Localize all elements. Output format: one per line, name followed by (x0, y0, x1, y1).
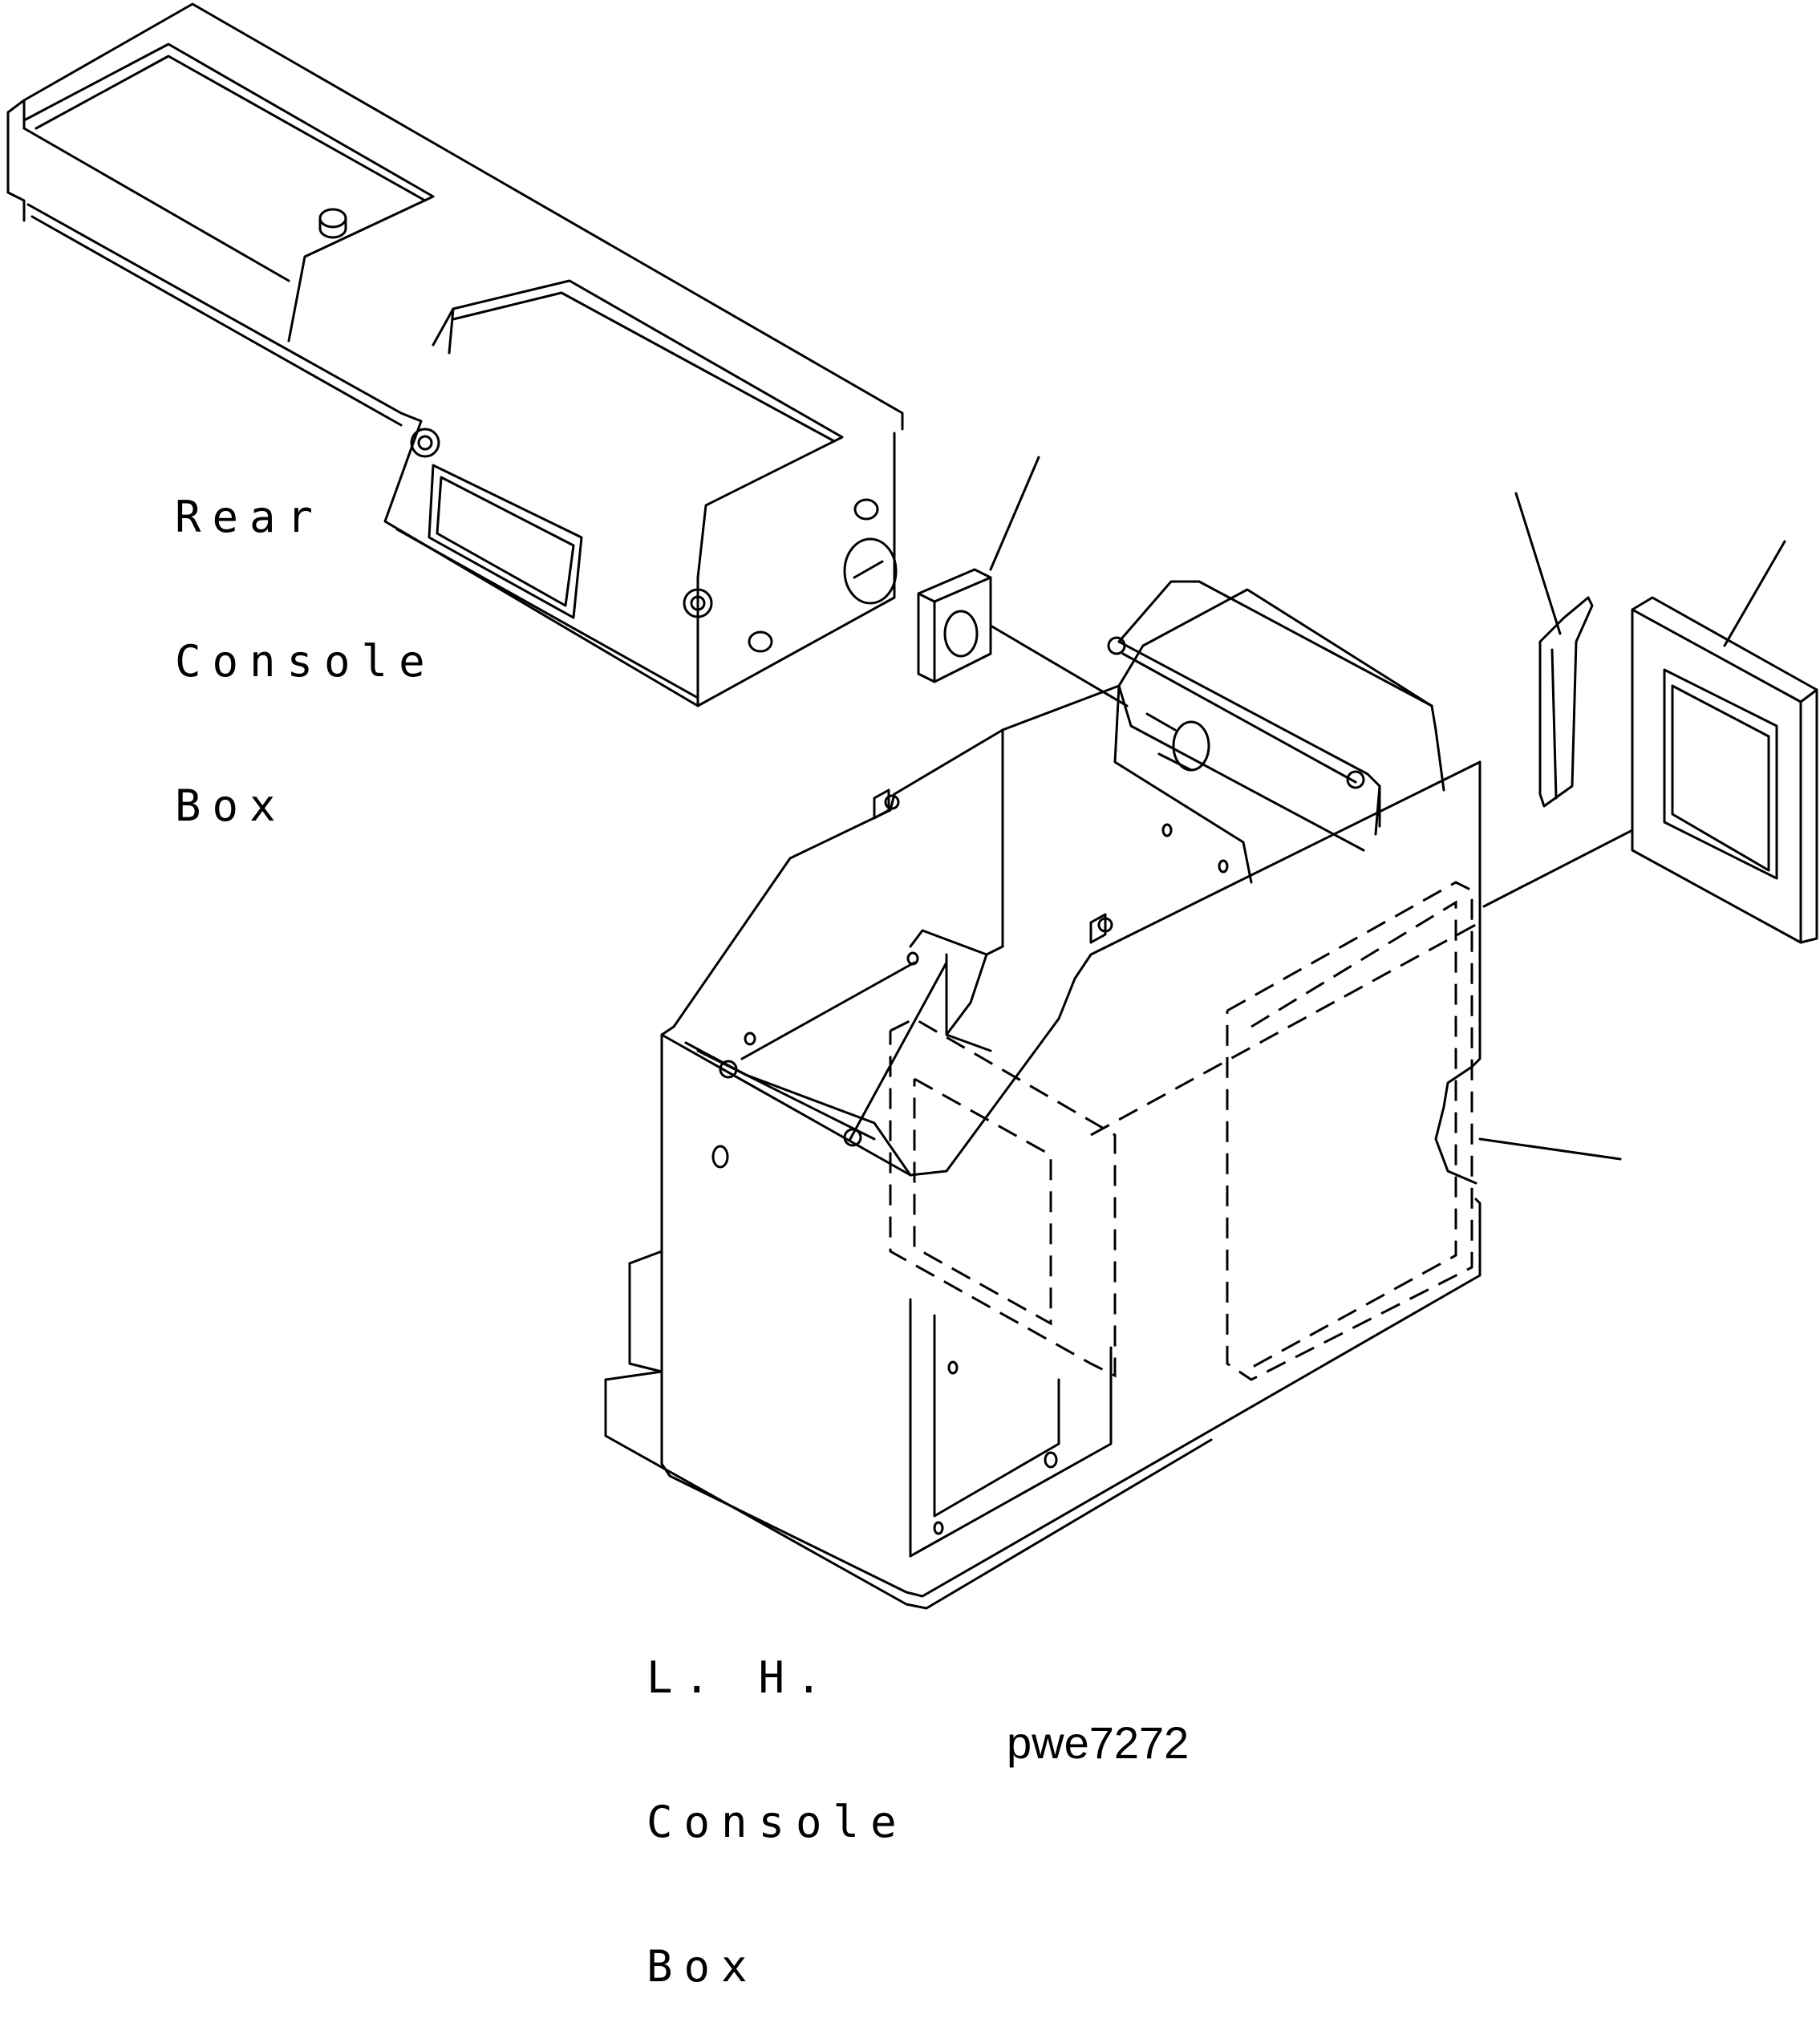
lh-console-box-label: L. H. Console Box (647, 1558, 908, 2039)
lh-label-line-2: Console (647, 1797, 908, 1847)
grommet-part (917, 456, 1129, 707)
rear-label-line-3: Box (175, 780, 287, 831)
rear-label-line-1: Rear (175, 492, 325, 542)
rear-console-box-label: Rear Console Box (175, 397, 436, 878)
framed-panel-part (1482, 540, 1818, 944)
rear-console-box (6, 2, 904, 707)
rear-label-line-2: Console (175, 636, 436, 687)
lh-label-line-1: L. H. (647, 1652, 833, 1703)
lh-console-box (604, 580, 1622, 1610)
exploded-parts-diagram (6, 2, 1818, 1610)
drawing-code: pwe7272 (1007, 1717, 1190, 1768)
seal-strip-part (1514, 492, 1594, 808)
lh-label-line-3: Box (647, 1941, 759, 1992)
